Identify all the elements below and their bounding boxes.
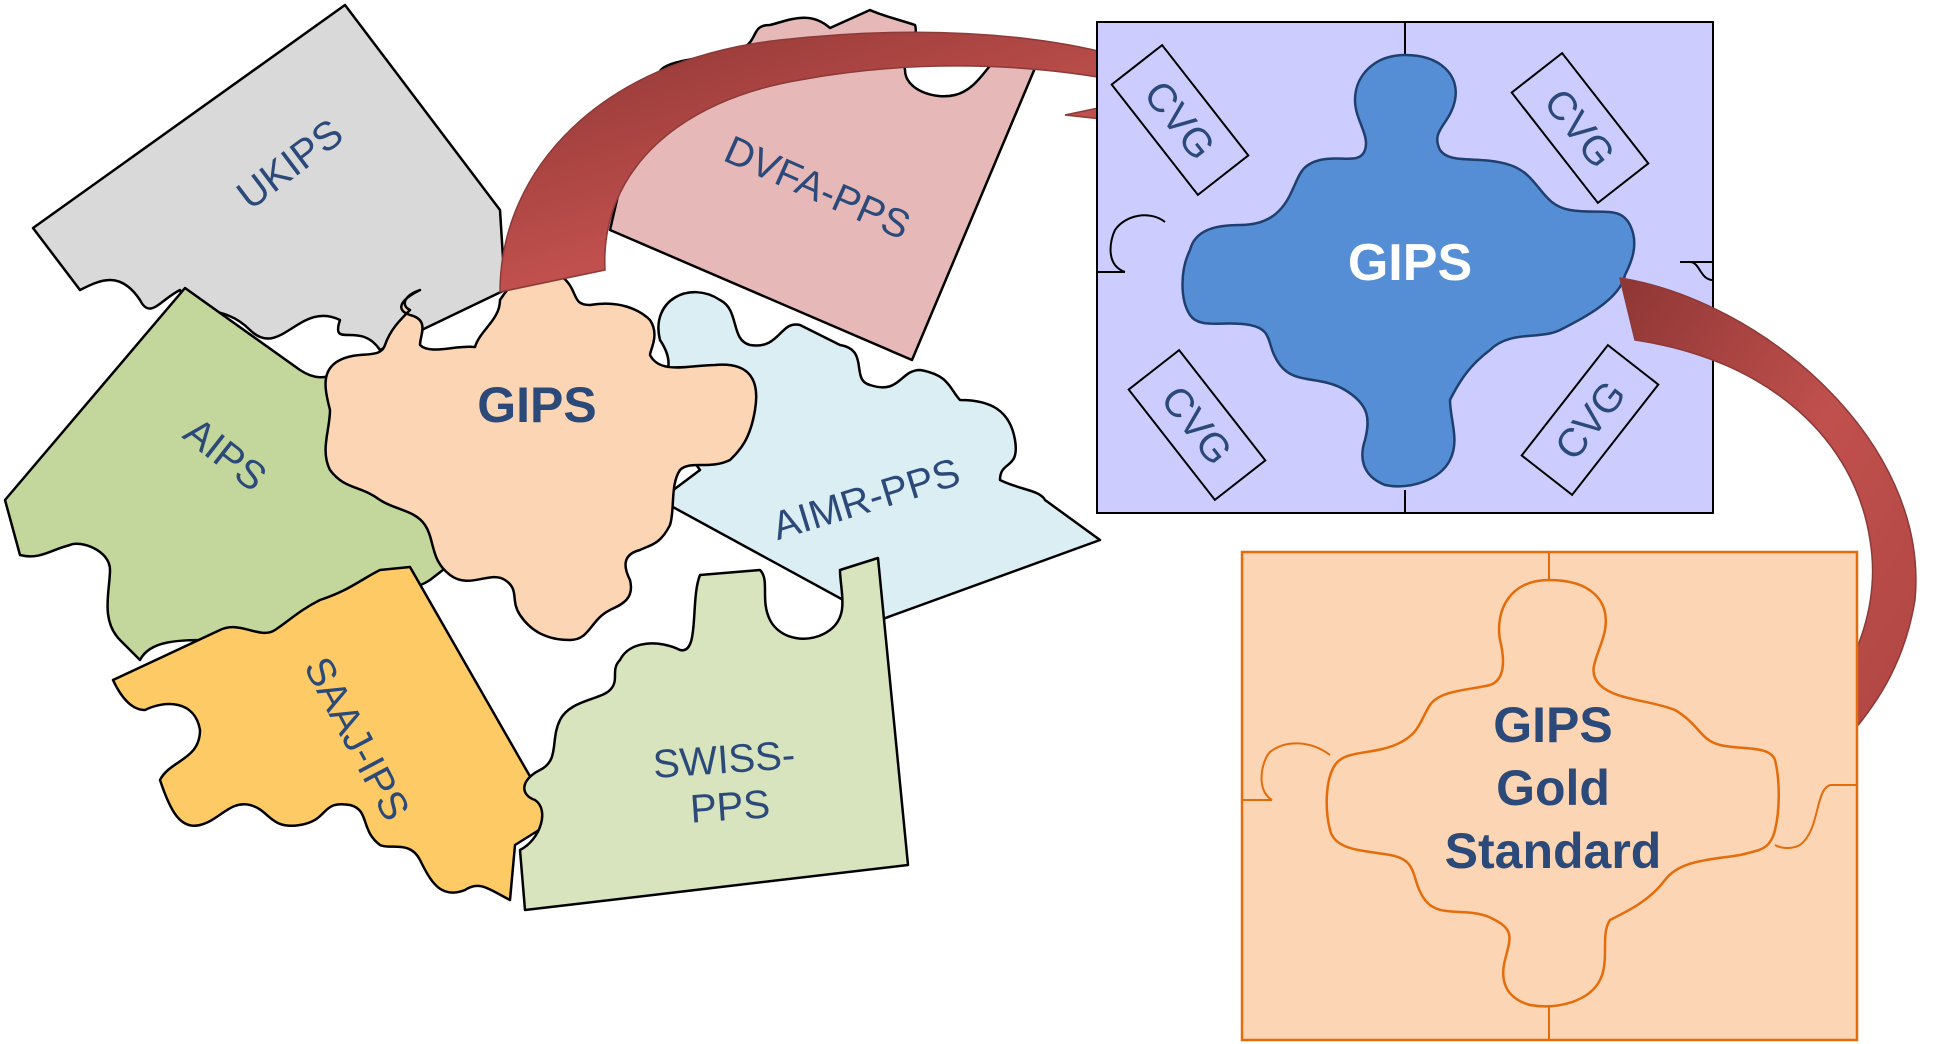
middle-panel: CVG CVG CVG CVG GIPS (1096, 21, 1714, 514)
piece-gips-center: GIPS (324, 266, 758, 642)
right-panel: GIPS Gold Standard (1240, 550, 1859, 1042)
right-gips-gold-piece-outline (1325, 578, 1780, 1008)
middle-gips-piece (1181, 53, 1636, 488)
piece-swiss-pps-label-line1: SWISS- (652, 733, 797, 787)
piece-ukips-shape (31, 3, 507, 352)
piece-gips-center-label: GIPS (477, 377, 596, 433)
right-title-line3: Standard (1445, 823, 1662, 879)
piece-saaj-ips: SAAJ-IPS (111, 565, 557, 902)
left-puzzle-cluster: UKIPS DVFA-PPS AIMR-PPS AIPS SAAJ-IPS SW… (3, 3, 1102, 912)
piece-aimr-pps: AIMR-PPS (647, 290, 1102, 622)
piece-swiss-pps-label-line2: PPS (689, 782, 772, 831)
piece-swiss-pps: SWISS- PPS (518, 556, 910, 912)
piece-swiss-pps-shape (518, 556, 910, 912)
right-panel-background (1240, 550, 1859, 1042)
piece-saaj-ips-shape (111, 565, 557, 902)
piece-ukips: UKIPS (31, 3, 507, 352)
middle-gips-label: GIPS (1348, 234, 1472, 292)
right-title-line1: GIPS (1493, 697, 1612, 753)
right-title-line2: Gold (1496, 760, 1610, 816)
